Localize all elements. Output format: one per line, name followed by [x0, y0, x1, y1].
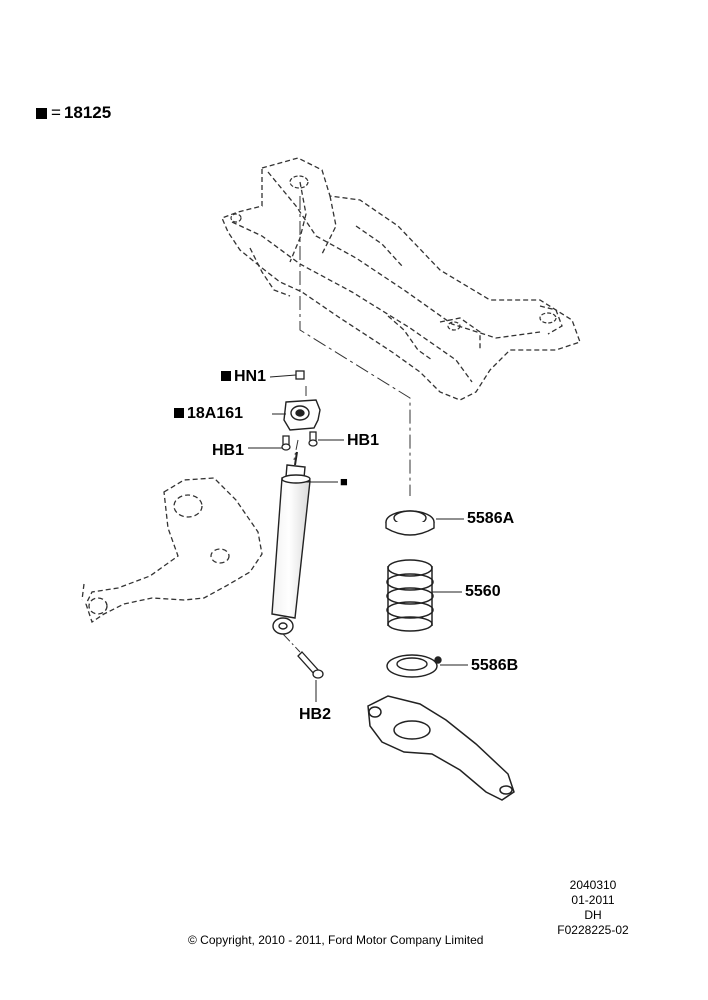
callout-18a161: 18A161	[174, 405, 243, 423]
drawing-meta: 2040310 01-2011 DH F0228225-02	[556, 878, 630, 938]
callout-shock-marker: ■	[340, 474, 348, 489]
meta-line-4: F0228225-02	[557, 923, 629, 937]
callout-hn1: HN1	[221, 368, 266, 386]
callout-hn1-label: HN1	[234, 368, 267, 385]
callout-5586b: 5586B	[471, 657, 519, 674]
callout-18a161-label: 18A161	[187, 405, 244, 422]
trailing-arm-knuckle	[81, 477, 263, 624]
upper-spring-seat	[385, 510, 435, 536]
legend: = 18125	[36, 103, 111, 123]
meta-line-3: DH	[584, 908, 602, 922]
callout-5560: 5560	[465, 583, 501, 600]
callout-5586a: 5586A	[467, 510, 515, 527]
leader-lines	[248, 374, 468, 666]
coil-spring	[386, 559, 434, 632]
copyright-notice: © Copyright, 2010 - 2011, Ford Motor Com…	[188, 933, 484, 947]
legend-code: 18125	[63, 103, 112, 122]
spring-centre-line	[299, 196, 411, 496]
callout-hb1-right: HB1	[347, 432, 380, 449]
lower-spring-seat	[386, 654, 442, 678]
hb2-bolt	[297, 651, 324, 679]
lower-control-arm	[367, 695, 515, 801]
hb1-bolts	[281, 431, 318, 451]
hn1-nut	[295, 370, 305, 380]
marker-square-icon	[174, 408, 184, 418]
legend-equals: =	[51, 103, 61, 122]
rear-subframe	[221, 157, 581, 401]
shock-absorber	[271, 451, 311, 635]
meta-line-2: 01-2011	[571, 893, 615, 907]
top-mount-bracket	[283, 399, 321, 431]
subframe-mount-holes	[230, 175, 557, 331]
callout-hb1-left: HB1	[212, 442, 245, 459]
marker-square-icon	[221, 371, 231, 381]
callout-hb2: HB2	[299, 706, 332, 723]
legend-square-icon	[36, 107, 47, 119]
meta-line-1: 2040310	[569, 878, 617, 892]
